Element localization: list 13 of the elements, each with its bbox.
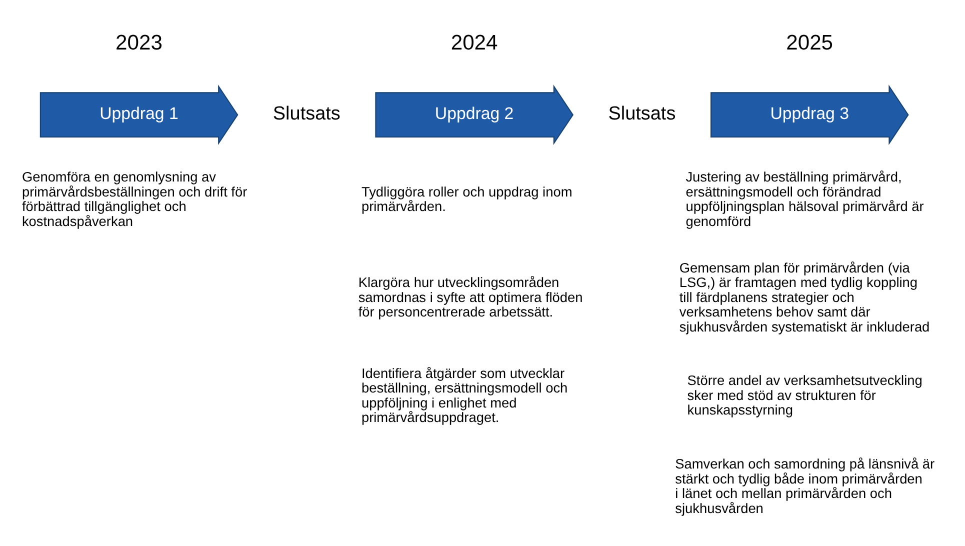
- label: Slutsats: [272, 103, 340, 124]
- node-label: 2025: [786, 31, 833, 54]
- node-label: Klargöra hur utvecklingsområden samordnas i syfte att optimera flöden för personcentrerade arbetssätt.: [358, 275, 582, 320]
- node-label: Större andel av verksamhetsutveckling sker med stöd av strukturen för kunskapsstyrning: [686, 373, 922, 418]
- node-label: 2024: [450, 31, 498, 54]
- node-label: Genomföra en genomlysning av primärvårdsbeställningen och drift för förbättrad tillgänglighet och kostnadspåverkan: [21, 170, 247, 229]
- node-label: Identifiera åtgärder som utvecklar beställning, ersättningsmodell och uppföljning i enlighet med primärvårdsuppdraget.: [360, 366, 568, 426]
- node-label: Justering av beställning primärvård, ersättningsmodell och förändrad uppföljningsplan hälsoval primärvård är genomförd: [685, 170, 924, 229]
- node-label: Tydliggöra roller och uppdrag inom primärvården.: [360, 184, 572, 214]
- node-label: Samverkan och samordning på länsnivå är stärkt och tydlig både inom primärvården i länet och mellan primärvården och sjukhusvården: [674, 456, 934, 516]
- label: Slutsats: [608, 103, 676, 124]
- node-label: Gemensam plan för primärvården (via LSG,) är framtagen med tydlig koppling till färdplanens strategier och verksamhetens behov samt där sjukhusvården systematiskt är inkluderad: [678, 260, 930, 334]
- node-label: 2023: [115, 31, 162, 54]
